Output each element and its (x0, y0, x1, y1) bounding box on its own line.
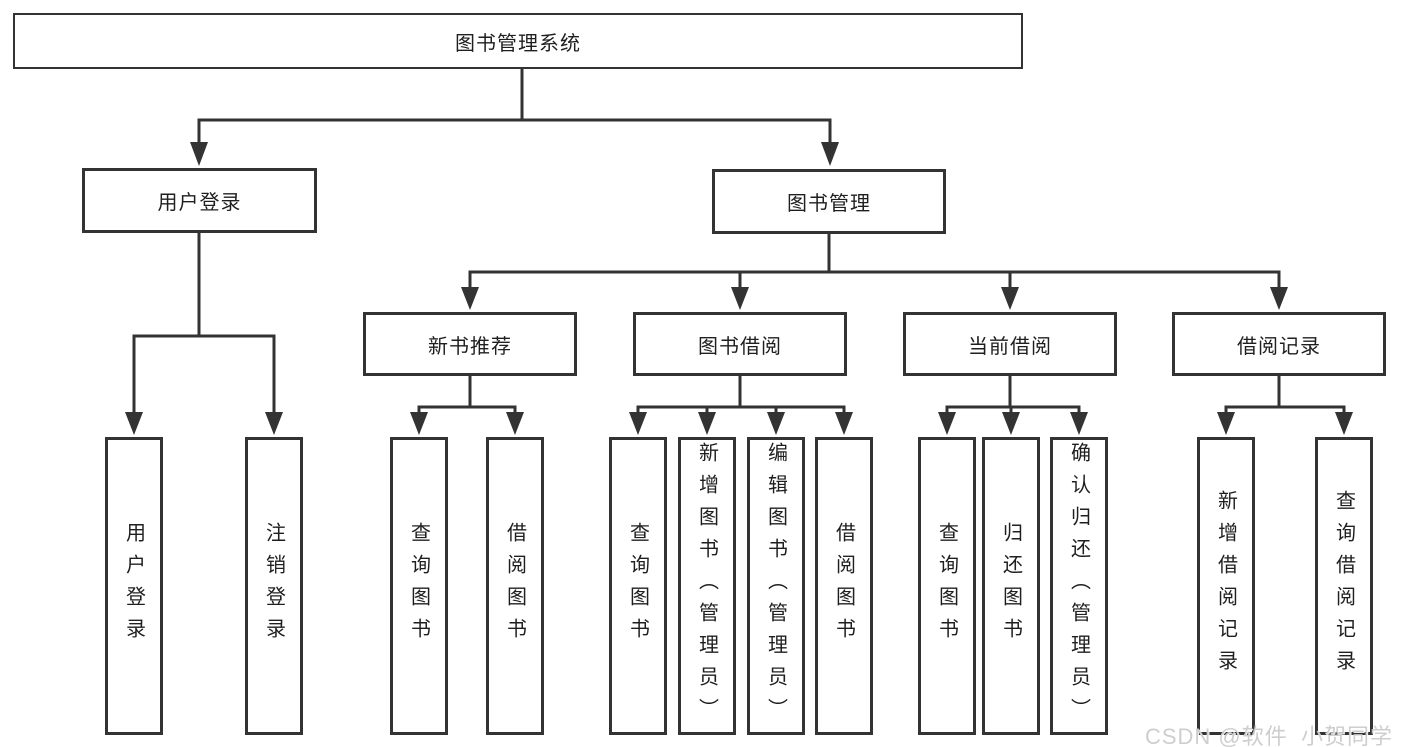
leaf-edit-book-admin: 编辑图书（管理员） (747, 437, 805, 735)
leaf-query-books-recommend: 查询图书 (390, 437, 448, 735)
leaf-borrow-books-recommend: 借阅图书 (486, 437, 544, 735)
leaf-query-borrow-record: 查询借阅记录 (1315, 437, 1373, 735)
leaf-add-borrow-record: 新增借阅记录 (1197, 437, 1255, 735)
leaf-query-books-borrowing: 查询图书 (609, 437, 667, 735)
leaf-borrow-books-borrowing: 借阅图书 (815, 437, 873, 735)
arrowheads (125, 142, 1353, 435)
node-new-book-recommendation: 新书推荐 (363, 312, 577, 376)
leaf-query-books-current: 查询图书 (918, 437, 976, 735)
node-book-management: 图书管理 (712, 169, 946, 234)
watermark-text: CSDN @软件_小贺同学 (1144, 724, 1393, 747)
leaf-confirm-return-admin: 确认归还（管理员） (1050, 437, 1108, 735)
node-borrowing-records: 借阅记录 (1172, 312, 1386, 376)
leaf-return-books: 归还图书 (982, 437, 1040, 735)
node-current-borrowing: 当前借阅 (903, 312, 1117, 376)
node-user-login: 用户登录 (82, 168, 317, 233)
node-book-borrowing: 图书借阅 (633, 312, 847, 376)
node-library-management-system: 图书管理系统 (13, 13, 1023, 69)
leaf-logout: 注销登录 (245, 437, 303, 735)
leaf-add-book-admin: 新增图书（管理员） (678, 437, 736, 735)
leaf-user-login: 用户登录 (105, 437, 163, 735)
